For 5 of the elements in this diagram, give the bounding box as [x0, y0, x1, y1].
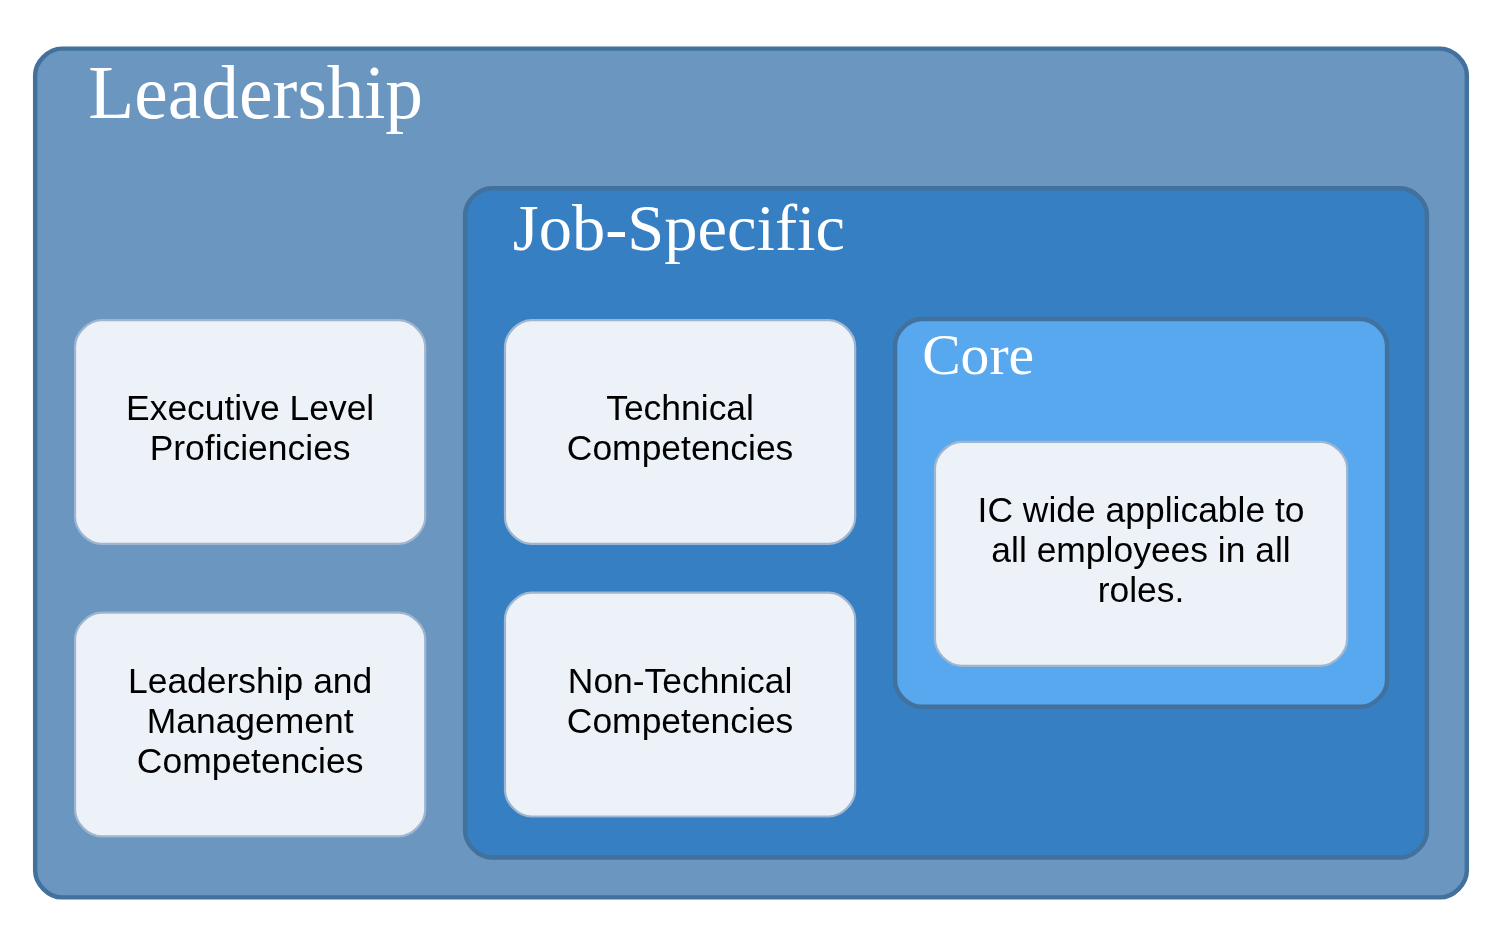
node-box: Technical Competencies: [503, 318, 857, 545]
node-box: IC wide applicable to all employees in all roles.: [933, 440, 1349, 667]
node-box: Leadership and Management Competencies: [73, 611, 427, 838]
node-box: Non-Technical Competencies: [503, 591, 857, 818]
node-box: Executive Level Proficiencies: [73, 318, 427, 545]
